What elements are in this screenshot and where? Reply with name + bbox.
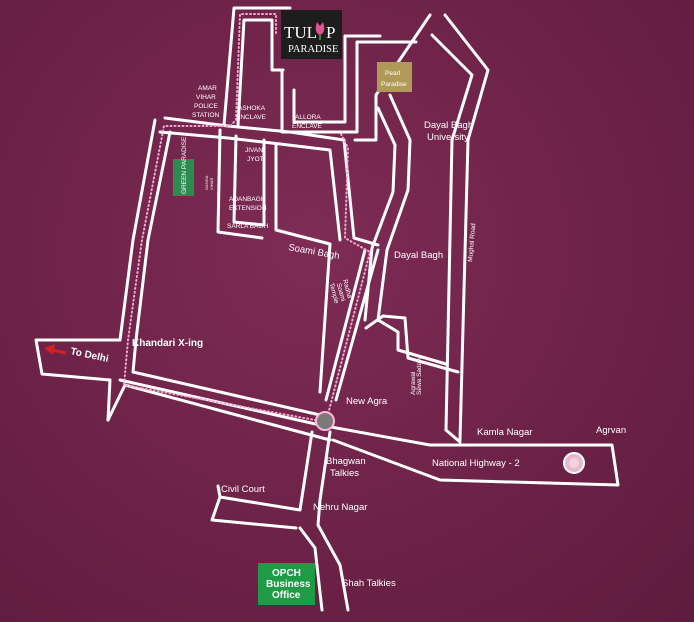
route-line — [122, 13, 372, 424]
tulip-paradise-logo: TUL P PARADISE — [281, 10, 342, 59]
ganga-vihar-label-2: VIHAR — [209, 178, 214, 190]
nehru-nagar-label: Nehru Nagar — [313, 502, 367, 513]
shah-talkies-label: Shah Talkies — [342, 578, 396, 589]
tulip-logo-line1: TUL — [284, 23, 317, 42]
road-national-highway-bottom — [106, 383, 332, 442]
bhagwan-talkies-label-1: Bhagwan — [326, 456, 366, 467]
green-paradise-label: GREEN PARADISE — [181, 136, 188, 194]
road-south-inner — [298, 526, 324, 612]
allora-enclave-label-1: ALLORA — [295, 114, 321, 121]
dayal-bagh-university-label-1: Dayal Bagh — [424, 120, 473, 131]
roads — [34, 6, 620, 612]
road-dayalbagh-spine-inner — [363, 106, 397, 322]
road-upper-block-inner — [158, 130, 342, 242]
mughal-road-label: Mughal Road — [467, 223, 477, 263]
road-tulip-lane-right — [236, 18, 285, 127]
road-adanbagh-lane — [232, 134, 266, 227]
adanbagh-label-1: ADANBAGH — [229, 196, 266, 203]
agrawal-sewa-label: Agrawal Sewa Sadan — [410, 358, 423, 395]
agrvan-label: Agrvan — [596, 425, 626, 436]
pearl-paradise-label-2: Paradise — [381, 81, 407, 88]
kamla-nagar-label: Kamla Nagar — [477, 427, 532, 438]
road-khandari-west — [34, 118, 157, 422]
road-dayalbagh-inner — [430, 33, 474, 432]
national-highway-label: National Highway - 2 — [432, 458, 520, 469]
road-university-west — [353, 13, 432, 142]
road-soami-bagh-west — [216, 128, 264, 240]
jivan-jyoti-label-2: JYOTI — [247, 156, 266, 163]
radha-soami-label-2: Soami — [335, 282, 347, 302]
road-tulip-lane-left — [222, 6, 292, 127]
amar-vihar-label-4: STATION — [192, 112, 220, 119]
tulip-flower-icon — [315, 22, 325, 40]
ashoka-enclave-label-2: ENCLAVE — [236, 114, 267, 121]
road-soami-bagh — [274, 144, 332, 394]
agrawal-sewa-label-1: Agrawal — [410, 371, 417, 395]
amar-vihar-label-2: VIHAR — [196, 94, 216, 101]
khandari-crossing-label: Khandari X-ing — [132, 338, 203, 349]
to-delhi-arrow-icon — [44, 344, 67, 355]
road-khandari-inner — [131, 130, 322, 417]
amar-vihar-label-3: POLICE — [194, 103, 219, 110]
junction-bhagwan-marker — [315, 411, 335, 431]
road-nh-kamla — [444, 428, 462, 444]
junction-agrvan-marker-inner — [569, 458, 579, 468]
tulip-logo-box — [281, 10, 342, 59]
soami-bagh-label: Soami Bagh — [287, 242, 340, 262]
road-agrawal-loop-inner — [376, 318, 448, 366]
road-diagonal-radha — [334, 248, 380, 402]
road-upper-block — [163, 116, 380, 247]
route-dotted — [122, 13, 372, 424]
agrawal-sewa-label-2: Sewa Sadan — [416, 358, 423, 395]
road-south-east — [316, 430, 350, 612]
opch-label-2: Business — [266, 579, 311, 590]
jivan-jyoti-label-1: JIVAN — [245, 147, 263, 154]
junction-markers — [315, 411, 585, 474]
civil-court-label: Civil Court — [221, 484, 265, 495]
road-south-west — [210, 430, 314, 530]
to-delhi-label: To Delhi — [69, 346, 109, 365]
radha-soami-label-1: Radha — [341, 279, 353, 300]
radha-soami-label: Radha Soami Temple — [328, 279, 354, 306]
dayal-bagh-label: Dayal Bagh — [394, 250, 443, 261]
sarla-bagh-label: SARLA BAGH — [227, 223, 268, 230]
dayal-bagh-university-label-2: University — [427, 132, 469, 143]
ashoka-enclave-label-1: ASHOKA — [238, 105, 266, 112]
road-dayalbagh-spine — [376, 93, 412, 322]
opch-label-3: Office — [272, 590, 301, 601]
road-civil-court — [216, 484, 222, 499]
locality-labels: AMAR VIHAR POLICE STATION ASHOKA ENCLAVE… — [69, 85, 626, 589]
tulip-logo-sub: PARADISE — [288, 44, 338, 55]
road-diagonal-radha-inner — [324, 248, 367, 402]
new-agra-label: New Agra — [346, 396, 388, 407]
ganga-vihar-label: GANGA VIHAR — [203, 174, 214, 190]
adanbagh-label-2: EXTENSION — [229, 205, 267, 212]
ganga-vihar-label-1: GANGA — [204, 175, 209, 190]
amar-vihar-label-1: AMAR — [198, 85, 217, 92]
road-university-east — [443, 13, 490, 442]
green-paradise-box: GREEN PARADISE — [173, 136, 194, 196]
road-allora-lane — [280, 40, 418, 134]
pearl-paradise-box: Pearl Paradise — [377, 62, 412, 92]
road-allora-lane-inner — [292, 34, 382, 124]
opch-label-1: OPCH — [272, 568, 301, 579]
opch-business-office-box: OPCH Business Office — [258, 563, 315, 605]
tulip-logo-line2: P — [326, 23, 335, 42]
allora-enclave-label-2: ENCLAVE — [292, 123, 323, 130]
pearl-paradise-label-1: Pearl — [385, 70, 401, 77]
bhagwan-talkies-label-2: Talkies — [330, 468, 359, 479]
